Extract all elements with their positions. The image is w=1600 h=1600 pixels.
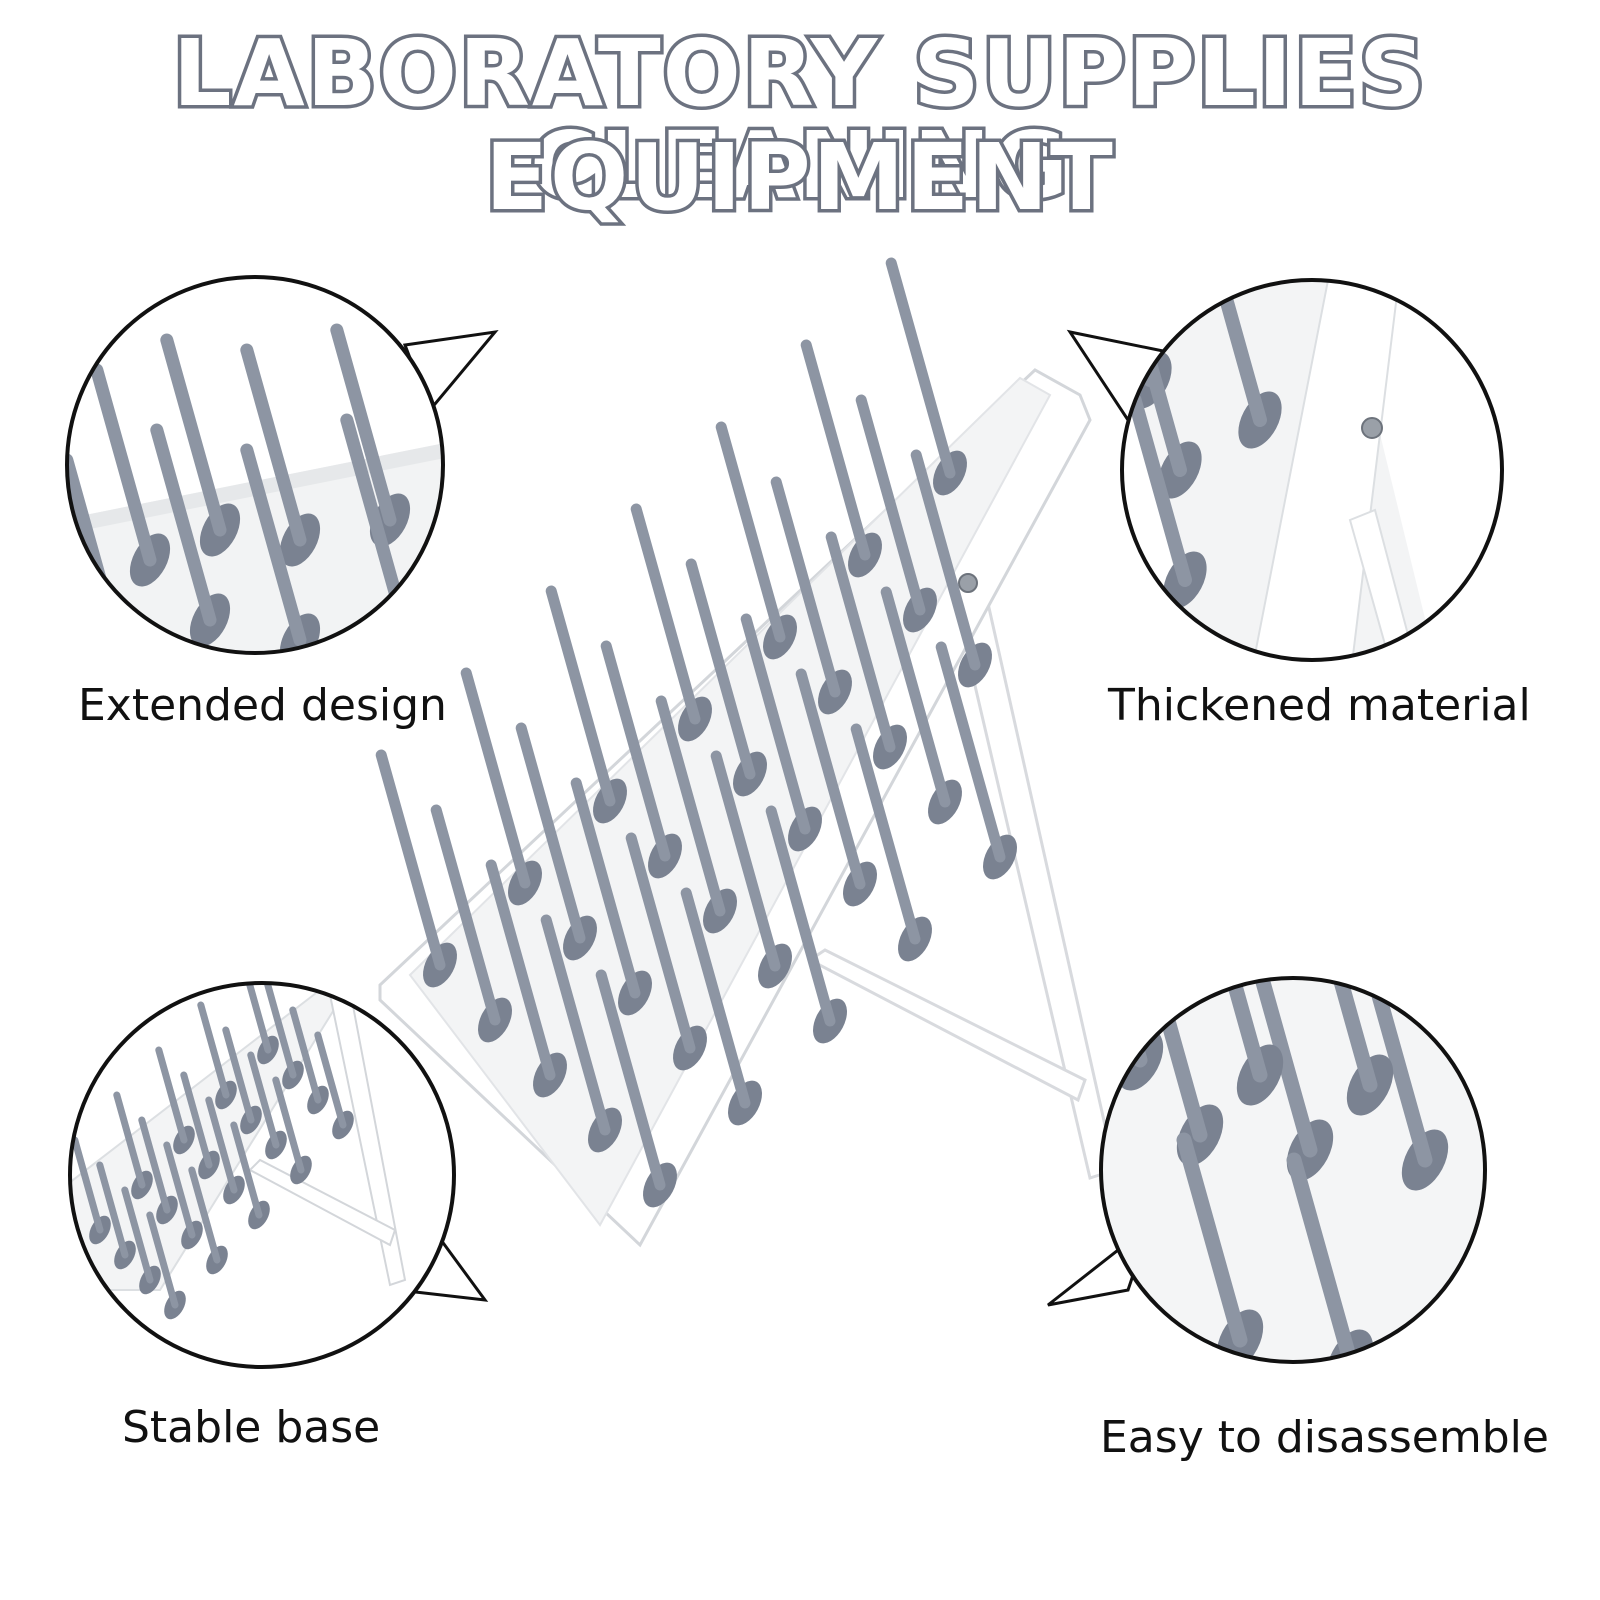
peg xyxy=(600,640,671,862)
peg xyxy=(197,1001,230,1099)
peg xyxy=(155,1046,188,1144)
peg xyxy=(340,413,407,617)
peg xyxy=(230,1121,263,1219)
peg xyxy=(375,749,446,971)
peg xyxy=(96,1161,129,1259)
peg xyxy=(800,339,871,561)
peg xyxy=(160,333,227,537)
peg xyxy=(855,394,926,616)
peg-base xyxy=(99,623,141,653)
peg xyxy=(1286,1152,1358,1362)
peg xyxy=(885,257,956,479)
peg xyxy=(910,449,981,671)
peg xyxy=(710,750,781,972)
peg xyxy=(240,443,307,647)
peg xyxy=(460,667,531,889)
peg xyxy=(825,531,896,753)
caption-extended-design: Extended design xyxy=(78,680,447,731)
peg xyxy=(515,722,586,944)
peg xyxy=(880,586,951,808)
peg xyxy=(188,1166,221,1264)
peg xyxy=(655,695,726,917)
screw-icon xyxy=(958,573,978,593)
peg xyxy=(330,323,397,527)
peg xyxy=(1136,978,1208,1143)
peg xyxy=(765,805,836,1027)
zoom-stable-base xyxy=(68,981,489,1369)
rack-pegs xyxy=(375,257,1017,1208)
peg xyxy=(1202,280,1267,427)
caption-stable-base: Stable base xyxy=(122,1402,381,1453)
drying-rack xyxy=(375,257,1117,1248)
peg xyxy=(121,1186,154,1284)
peg xyxy=(272,1076,305,1174)
peg xyxy=(740,613,811,835)
peg xyxy=(150,423,217,627)
peg xyxy=(138,1116,171,1214)
peg xyxy=(180,1071,213,1169)
title-line-1: LABORATORY SUPPLIES CLEANING xyxy=(169,20,1428,219)
zoom-extended-design xyxy=(65,275,499,655)
title-line-2: EQUIPMENT xyxy=(482,124,1117,231)
peg xyxy=(1101,978,1148,1068)
peg xyxy=(770,476,841,698)
peg xyxy=(239,983,272,1054)
peg xyxy=(71,1136,104,1234)
peg xyxy=(685,558,756,780)
peg xyxy=(90,363,157,567)
zoom-thickened-material xyxy=(1066,278,1504,662)
rack-base-bar xyxy=(807,948,1087,1103)
caption-easy-to-disassemble: Easy to disassemble xyxy=(1100,1412,1549,1463)
peg xyxy=(1127,393,1192,587)
peg xyxy=(222,1026,255,1124)
peg xyxy=(430,804,501,1026)
peg xyxy=(289,1006,322,1104)
peg xyxy=(240,343,307,547)
peg xyxy=(595,969,666,1191)
peg xyxy=(715,421,786,643)
peg xyxy=(247,1051,280,1149)
peg xyxy=(540,914,611,1136)
peg xyxy=(264,983,297,1079)
peg xyxy=(314,1031,347,1129)
peg xyxy=(795,668,866,890)
peg xyxy=(570,777,641,999)
peg xyxy=(146,1211,179,1309)
peg xyxy=(485,859,556,1081)
peg xyxy=(850,723,921,945)
peg xyxy=(1176,1132,1248,1348)
peg xyxy=(205,1096,238,1194)
peg xyxy=(625,832,696,1054)
peg xyxy=(163,1141,196,1239)
peg xyxy=(1246,978,1318,1158)
zoom-easy-disassemble xyxy=(1047,976,1487,1364)
peg xyxy=(1196,978,1268,1083)
peg xyxy=(545,585,616,807)
peg xyxy=(630,503,701,725)
peg xyxy=(680,887,751,1109)
peg xyxy=(935,641,1006,863)
peg xyxy=(113,1091,146,1189)
caption-thickened-material: Thickened material xyxy=(1108,680,1531,731)
